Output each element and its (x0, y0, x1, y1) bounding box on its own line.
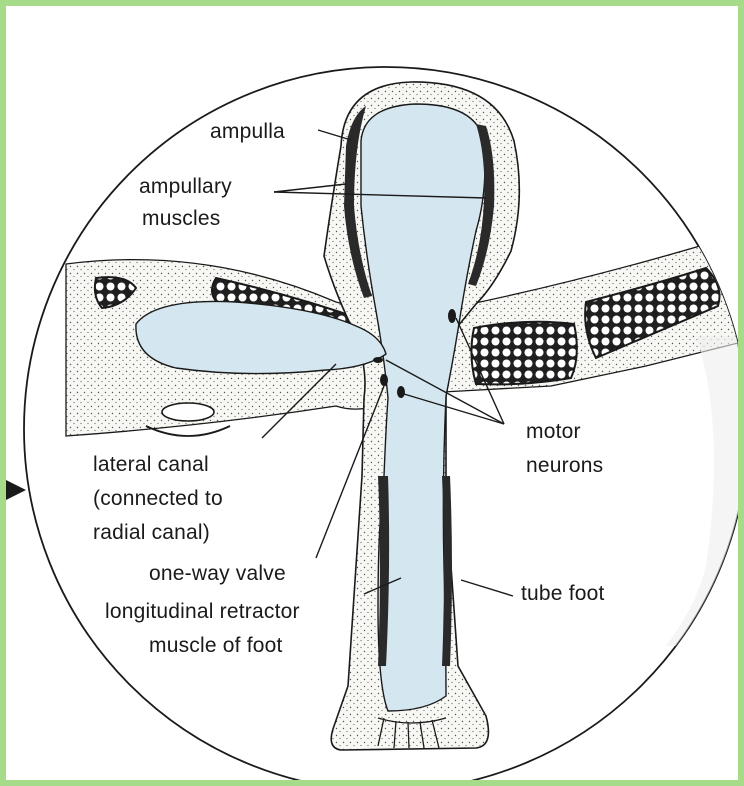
label-lateral-canal-line1: lateral canal (93, 452, 209, 477)
label-tube-foot: tube foot (521, 581, 605, 606)
label-motor-neurons-line2: neurons (526, 453, 603, 478)
motor-neuron (397, 386, 405, 398)
label-retractor-line1: longitudinal retractor (105, 599, 300, 624)
ossicle (471, 322, 576, 385)
label-ampulla: ampulla (210, 119, 285, 144)
label-lateral-canal-line2: (connected to (93, 486, 223, 511)
label-one-way-valve: one-way valve (149, 561, 286, 586)
label-ampullary-muscles-line1: ampullary (139, 174, 232, 199)
label-retractor-line2: muscle of foot (149, 633, 283, 658)
edge-arrow-icon (6, 476, 28, 506)
label-lateral-canal-line3: radial canal) (93, 520, 210, 545)
label-motor-neurons-line1: motor (526, 419, 581, 444)
motor-neuron (448, 309, 456, 323)
motor-neuron (373, 357, 383, 363)
tube-foot-diagram (6, 6, 744, 786)
valve (380, 374, 388, 386)
label-ampullary-muscles-line2: muscles (142, 206, 220, 231)
small-lumen (162, 403, 214, 421)
